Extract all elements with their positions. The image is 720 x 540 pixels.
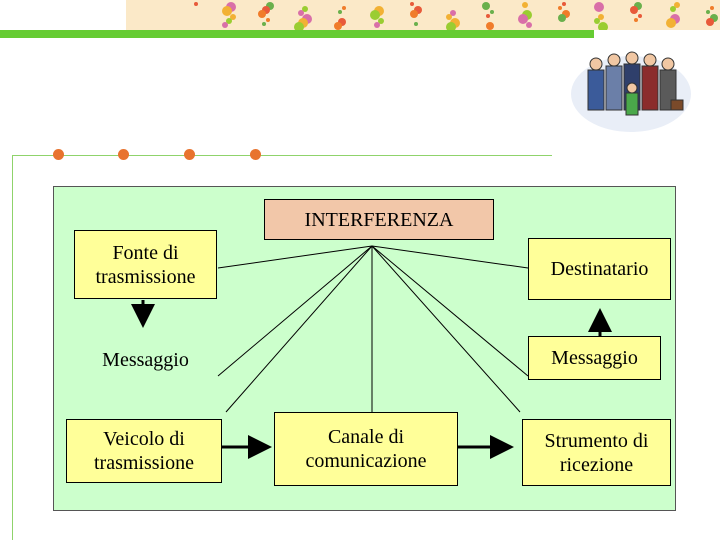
banner-flower [710,6,714,10]
bullet-dot [184,149,195,160]
banner-flower [594,2,604,12]
banner-flower [226,18,232,24]
banner-flower [638,14,642,18]
banner-flower [266,18,270,22]
banner-flower [410,10,418,18]
banner-flower [230,14,236,20]
banner-flower [674,2,680,8]
vehicle-box: Veicolo di trasmissione [66,419,222,483]
people-group-icon [571,51,691,132]
line-to-source [217,245,373,269]
banner-flower [594,18,600,24]
line-to-message-right [371,245,529,377]
banner-flower [666,18,676,28]
banner-green-strip [0,30,594,38]
line-to-instrument [371,245,521,413]
banner-flower [378,18,384,24]
banner-flower [706,10,710,14]
banner-flower [302,6,308,12]
banner-flower [334,22,342,30]
divider-vertical [12,155,13,540]
banner-flower [294,22,304,30]
banner-flower [262,22,266,26]
banner-flower [706,18,714,26]
banner-flower [558,14,566,22]
divider-horizontal [12,155,552,156]
banner-flower [486,14,490,18]
banner-flower [670,6,676,12]
banner-flower [450,10,456,16]
banner-flower [370,10,380,20]
line-to-receiver [371,245,529,269]
decorative-banner [126,0,720,30]
banner-flower [598,22,608,30]
line-to-message-left [217,245,373,377]
banner-flower [414,22,418,26]
message-right-box: Messaggio [528,336,661,380]
banner-flower [298,10,304,16]
source-box: Fonte di trasmissione [74,230,217,299]
banner-flower [410,2,414,6]
banner-art [126,0,720,30]
banner-flower [374,22,380,28]
channel-box: Canale di comunicazione [274,412,458,486]
banner-flower [634,18,638,22]
banner-flower [482,2,490,10]
receiver-box: Destinatario [528,238,671,300]
banner-flower [598,14,604,20]
banner-flower [518,14,528,24]
bullet-dot [118,149,129,160]
banner-flower [342,6,346,10]
bullet-dot [250,149,261,160]
banner-flower [222,22,228,28]
instrument-box: Strumento di ricezione [522,419,671,486]
banner-flower [258,10,266,18]
banner-flower [522,2,528,8]
message-left-label: Messaggio [102,348,189,371]
bullet-dot [53,149,64,160]
banner-flower [562,2,566,6]
banner-flower [526,22,532,28]
line-to-vehicle [225,245,373,413]
banner-flower [194,2,198,6]
interference-box: INTERFERENZA [264,199,494,240]
banner-flower [486,22,494,30]
banner-flower [446,22,456,30]
banner-flower [222,6,232,16]
banner-flower [630,6,638,14]
banner-flower [446,14,452,20]
banner-flower [490,10,494,14]
banner-flower [338,10,342,14]
banner-flower [558,6,562,10]
